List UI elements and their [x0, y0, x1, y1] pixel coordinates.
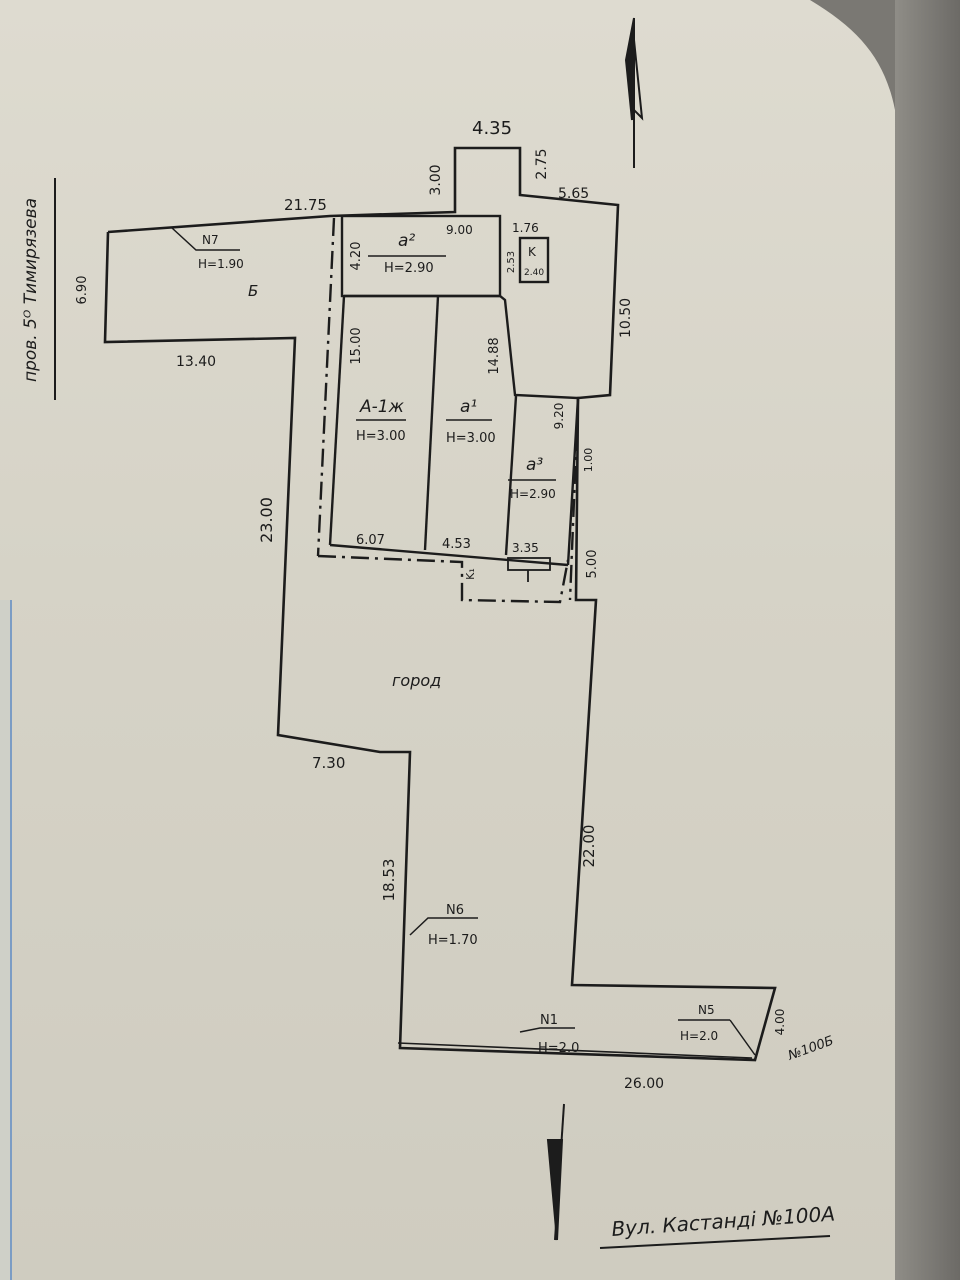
- dim-a3-depth: 9.20: [552, 403, 566, 430]
- dim-a2-width: 9.00: [446, 223, 473, 237]
- dim-bottom-wall: 26.00: [624, 1076, 664, 1092]
- garden-label: город: [392, 671, 441, 690]
- room-a1zh-height: H=3.00: [356, 429, 406, 444]
- left-street-name: пров. 5ᴼ Тимирязева: [21, 198, 41, 382]
- dim-a3-side: 1.00: [582, 448, 595, 473]
- underlying-page-edge: [0, 600, 12, 1280]
- dim-left-bottom: 13.40: [176, 354, 216, 370]
- dim-ext-step: 5.65: [558, 186, 589, 202]
- sheet-shadow-edge: [895, 0, 960, 1280]
- room-a1-height: H=3.00: [446, 431, 496, 446]
- room-a1zh-label: A-1ж: [359, 397, 405, 417]
- fence-n7-height: H=1.90: [198, 257, 244, 271]
- dashed-boundary: [316, 217, 580, 604]
- room-a3-height: H=2.90: [510, 487, 556, 501]
- building-outline: [328, 214, 580, 567]
- room-k1-label: K₁: [464, 568, 477, 580]
- dim-right-upper: 10.50: [618, 298, 634, 338]
- zone-b-label: Б: [248, 282, 258, 300]
- dim-ext-width: 4.35: [472, 118, 512, 139]
- bottom-street-name: Вул. Кастанді №100А: [611, 1201, 836, 1241]
- fence-leaders: [171, 227, 756, 1056]
- dim-a1-depth: 14.88: [487, 337, 502, 374]
- dim-lower-left: 18.53: [380, 859, 398, 902]
- dim-ext-right: 2.75: [534, 148, 550, 179]
- south-arrow-icon: [546, 1103, 565, 1241]
- dim-kiosk-depth: 2.53: [506, 251, 517, 273]
- dim-ext-left: 3.00: [428, 164, 444, 195]
- fence-n1-label: N1: [540, 1013, 558, 1028]
- north-arrow-icon: [624, 17, 644, 168]
- room-a1-label: a¹: [460, 397, 477, 417]
- dim-yard-left: 23.00: [257, 497, 276, 543]
- dim-a1zh-width: 6.07: [356, 533, 385, 548]
- room-a2-label: a²: [398, 231, 415, 251]
- dim-lower-right: 22.00: [580, 825, 598, 868]
- fence-n7-label: N7: [202, 233, 219, 247]
- plot-boundary: [103, 146, 777, 1062]
- dim-a2-depth: 4.20: [349, 242, 364, 271]
- fence-n1-height: H=2.0: [538, 1041, 579, 1056]
- dim-yard-step: 7.30: [312, 754, 345, 772]
- dim-left-height: 6.90: [75, 276, 90, 305]
- fence-n5-height: H=2.0: [680, 1029, 718, 1043]
- room-a2-height: H=2.90: [384, 261, 434, 276]
- dim-corner-height: 4.00: [773, 1009, 787, 1036]
- dim-a1zh-depth: 15.00: [349, 327, 364, 364]
- fence-n6-label: N6: [446, 903, 464, 918]
- dim-kiosk-width: 1.76: [512, 221, 539, 235]
- room-k-height: 2.40: [524, 268, 544, 278]
- dim-a1-width: 4.53: [442, 537, 471, 552]
- street-underline: [599, 1235, 831, 1249]
- fence-n5-label: N5: [698, 1003, 715, 1017]
- room-k-label: K: [528, 245, 537, 259]
- dim-top-wall: 21.75: [284, 196, 327, 214]
- dim-a3-width: 3.35: [512, 541, 539, 555]
- k1-porch: [507, 557, 551, 582]
- room-a3-label: a³: [526, 455, 543, 475]
- neighbor-number: №100Б: [785, 1033, 836, 1064]
- sheet-corner-curl: [810, 0, 895, 110]
- south-fence-line: [397, 1042, 753, 1059]
- fence-n6-height: H=1.70: [428, 933, 478, 948]
- dim-right-mid: 5.00: [585, 550, 600, 579]
